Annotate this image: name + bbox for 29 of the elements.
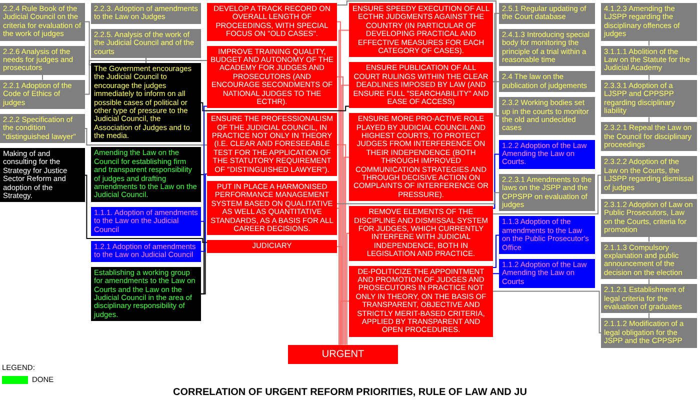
connector-line <box>492 234 500 268</box>
connector-line <box>336 0 500 116</box>
connector-line <box>346 232 350 346</box>
connector-line <box>340 300 350 346</box>
connector-line <box>42 74 43 80</box>
connector-line <box>648 312 650 319</box>
connector-line <box>648 116 650 123</box>
connector-line <box>84 128 208 146</box>
connector-line <box>648 278 650 285</box>
connector-line <box>200 106 208 222</box>
diagram-title: CORRELATION OF URGENT REFORM PRIORITIES, RULE OF LAW AND JU <box>172 387 528 398</box>
connector-line <box>200 102 350 112</box>
connector-line <box>492 290 602 334</box>
connector-line <box>336 192 500 204</box>
connector-line <box>344 156 350 346</box>
connector-line <box>336 76 344 346</box>
connector-line <box>648 236 650 242</box>
connector-line <box>200 174 208 252</box>
connector-line <box>648 40 650 46</box>
priority-box: URGENT <box>288 344 398 364</box>
connector-line <box>492 174 602 214</box>
connector-line <box>84 174 208 243</box>
connector-line <box>336 246 342 346</box>
connector-line <box>336 208 340 346</box>
connector-line <box>492 273 500 274</box>
connector-line <box>84 21 92 66</box>
connector-line <box>336 144 346 346</box>
connector-line <box>648 74 650 80</box>
connector-line <box>84 60 208 95</box>
